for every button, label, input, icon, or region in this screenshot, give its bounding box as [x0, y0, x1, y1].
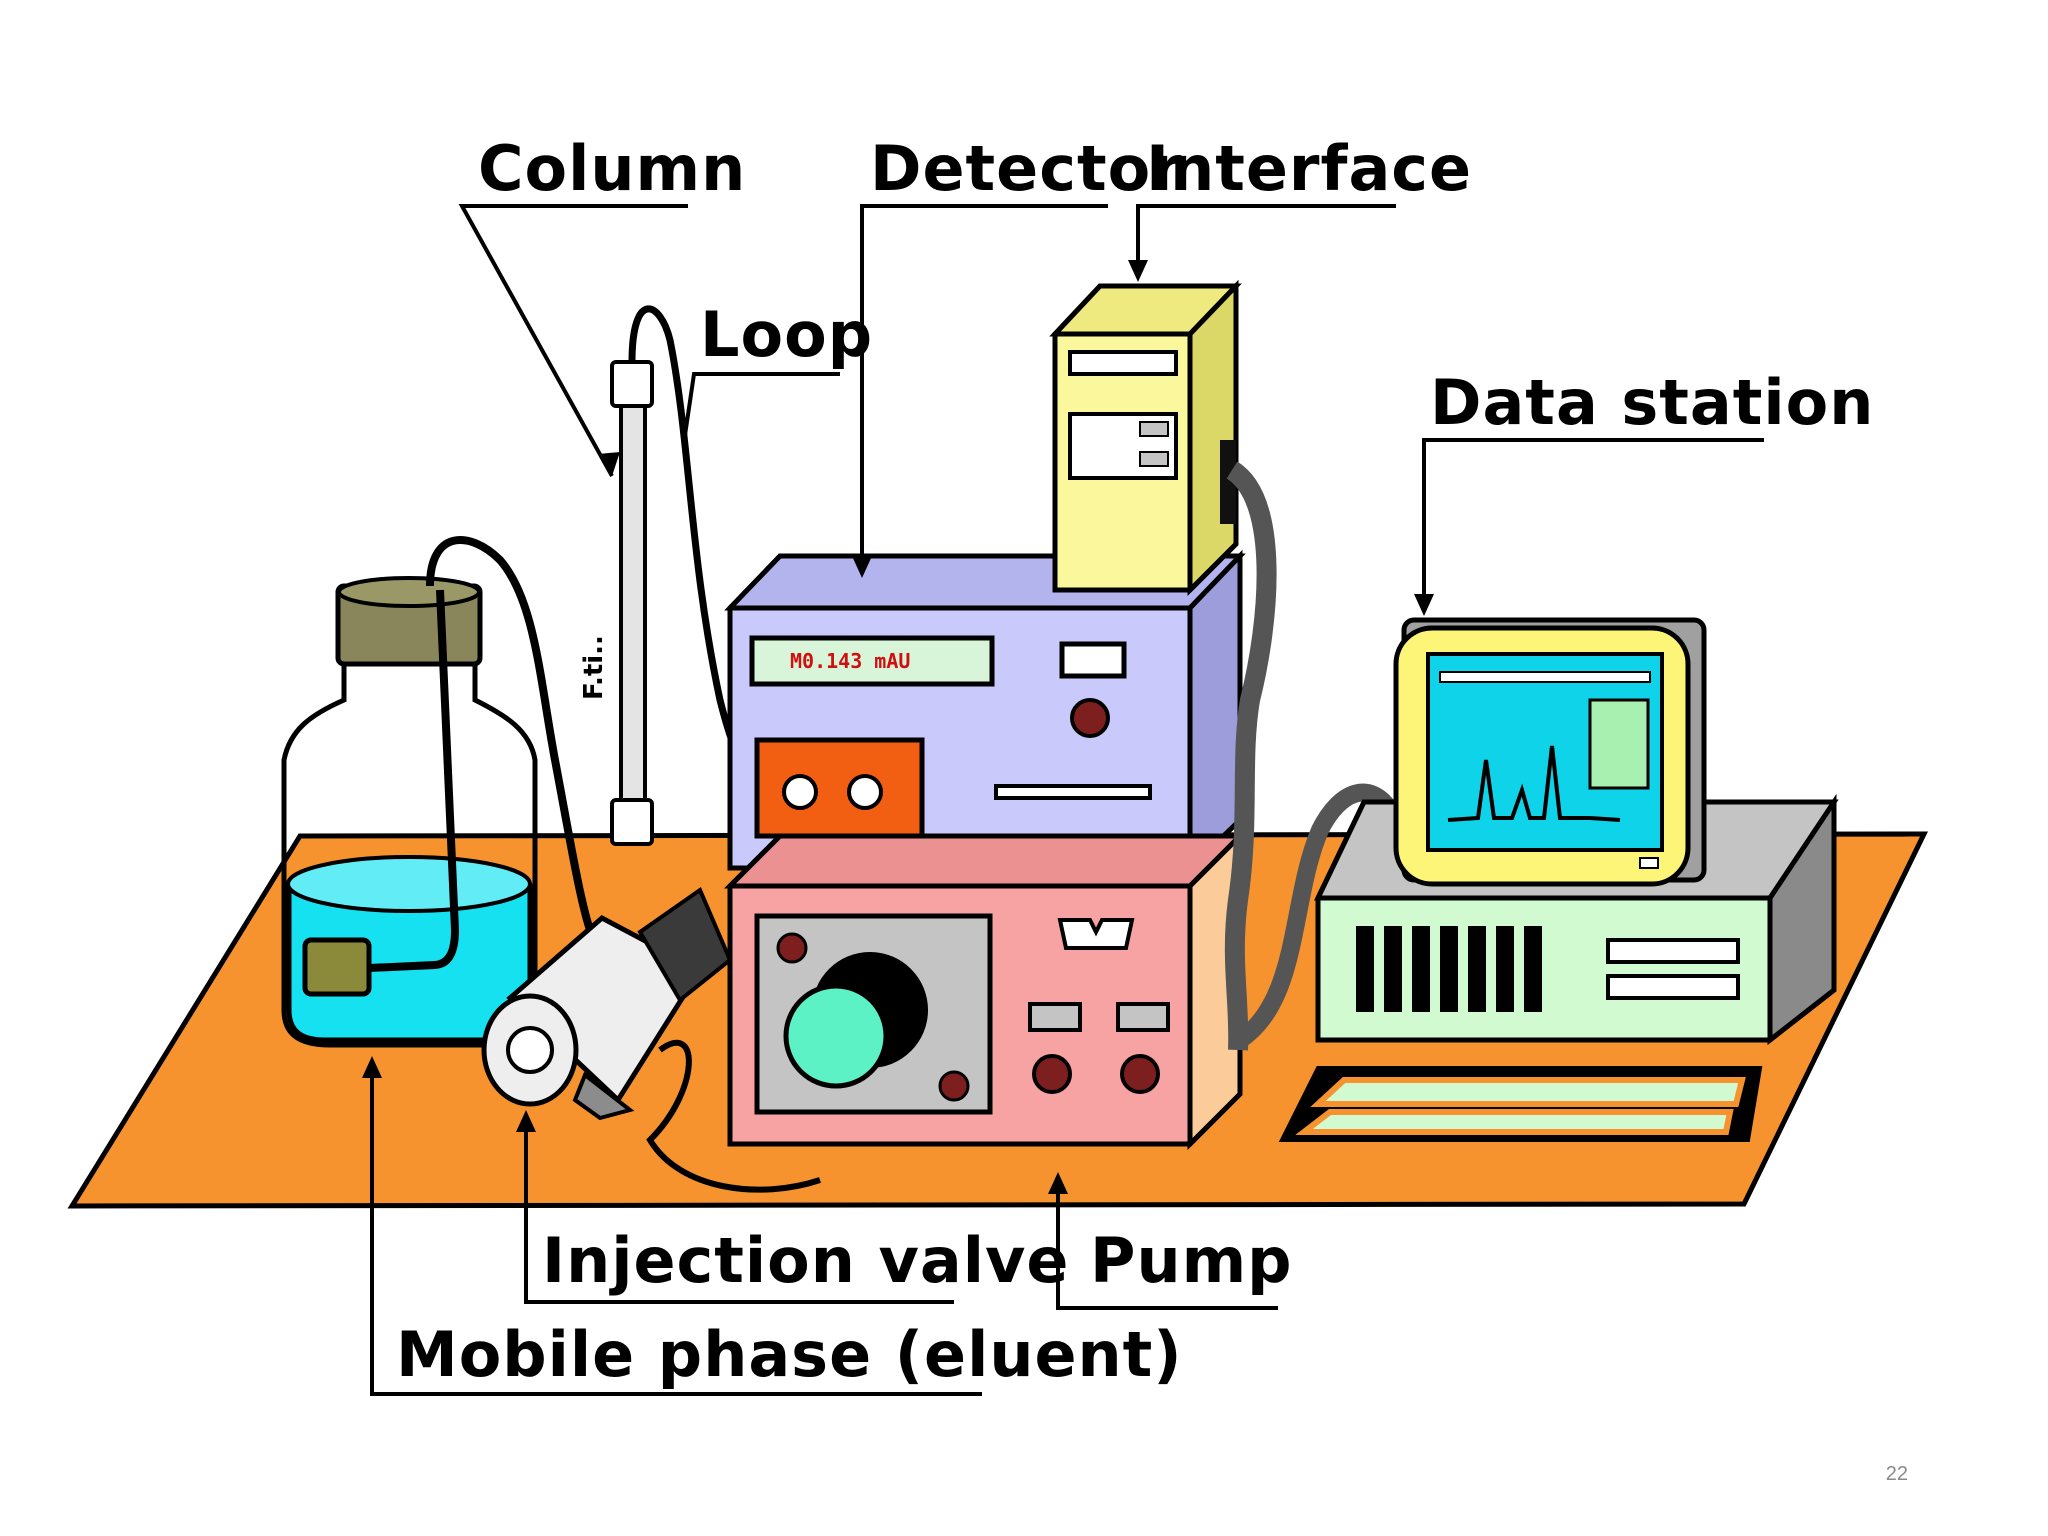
chromatogram-trace — [1447, 745, 1621, 822]
detector-display — [749, 635, 995, 687]
monitor — [1393, 617, 1707, 887]
interface-cable — [1224, 461, 1277, 1051]
data-cable — [1234, 783, 1398, 1048]
label-pump: Pump — [1090, 1224, 1293, 1297]
leader-mobile-phase — [370, 1066, 982, 1396]
pump — [723, 829, 1247, 1151]
label-detector: Detector — [870, 132, 1183, 205]
leader-column — [458, 204, 688, 477]
leader-data-station — [1422, 438, 1764, 612]
leader-pump — [1056, 1182, 1278, 1310]
leader-lines — [370, 204, 1764, 1396]
label-interface: Interface — [1146, 132, 1472, 205]
detector: M0.143 mAU — [724, 549, 1246, 874]
page-number: 22 — [1885, 1463, 1908, 1485]
keyboard — [1278, 1066, 1763, 1142]
valve-tubing — [646, 1039, 821, 1193]
interface — [1049, 279, 1242, 597]
leader-loop — [682, 372, 840, 443]
label-mobile-phase: Mobile phase (eluent) — [396, 1318, 1183, 1391]
leader-interface — [1136, 204, 1396, 276]
pump-head — [783, 983, 889, 1089]
eluent-tubing — [426, 536, 594, 932]
label-data-station: Data station — [1430, 366, 1874, 439]
svg-text:M0.143 mAU: M0.143 mAU — [790, 649, 910, 673]
leader-detector — [860, 204, 1108, 574]
label-loop: Loop — [700, 298, 873, 371]
leader-arrowheads — [362, 260, 1434, 1194]
detector-cell-panel — [754, 737, 925, 839]
label-injection-valve: Injection valve — [542, 1224, 1069, 1297]
eluent-bottle — [281, 576, 538, 1048]
column: F.ti.. — [579, 360, 654, 846]
injection-valve — [481, 886, 733, 1121]
label-column: Column — [478, 132, 746, 205]
inlet-filter — [302, 937, 372, 997]
svg-text:F.ti..: F.ti.. — [579, 635, 609, 700]
leader-injection-valve — [524, 1120, 954, 1304]
